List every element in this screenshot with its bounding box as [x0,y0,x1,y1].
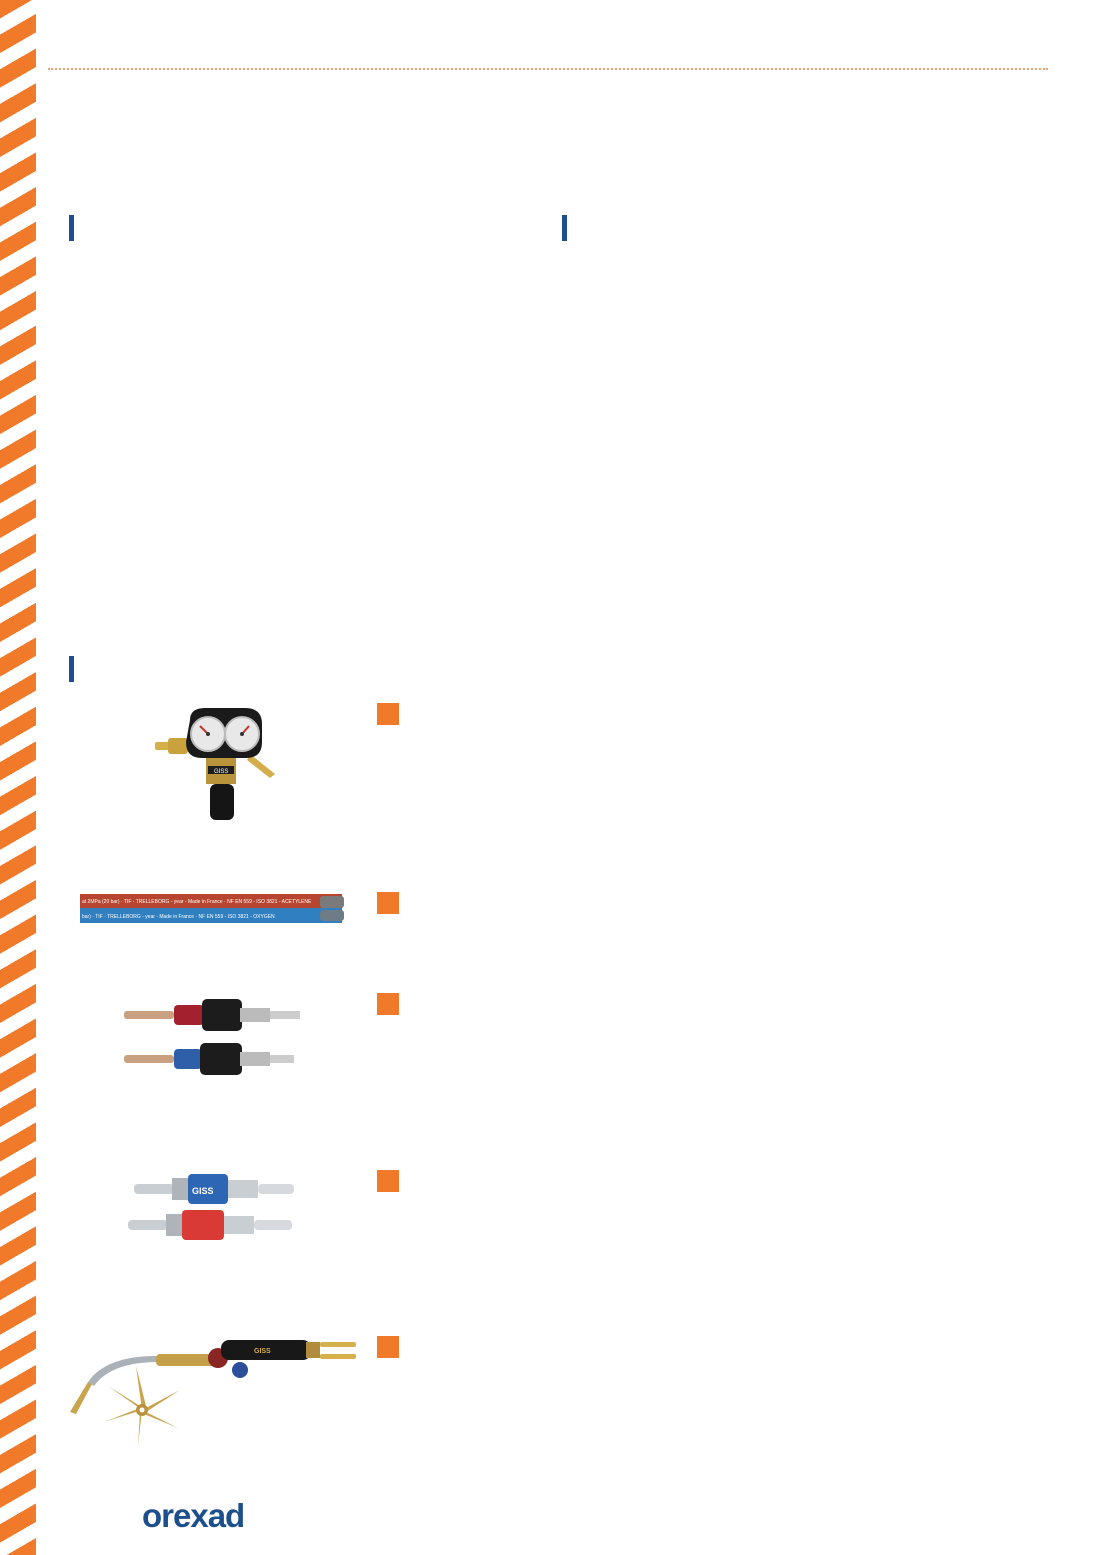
header-dotted-rule [48,68,1048,70]
section-marker-left-products [69,656,74,682]
bullet-square-couplers [377,993,399,1015]
hose-print-oxygen: bar) · TIF · TRELLEBORG - year - Made in… [82,914,275,920]
welding-torch-image: GISS [70,1340,356,1446]
section-marker-right-top [562,215,567,241]
bullet-square-hose [377,892,399,914]
regulator-brand-mark: GISS [214,769,228,775]
arrestor-brand-mark: GISS [192,1186,214,1196]
bullet-square-torch [377,1336,399,1358]
pressure-regulator-image: GISS [155,708,275,820]
orexad-logo: orexad [142,1497,245,1534]
hose-print-acetylene: at 2MPa (20 bar) · TIF · TRELLEBORG - ye… [82,899,312,905]
twin-hose-image: at 2MPa (20 bar) · TIF · TRELLEBORG - ye… [80,894,344,923]
quick-couplers-image [124,999,300,1075]
section-marker-left-top [69,215,74,241]
hazard-stripe-bar [0,0,36,1555]
torch-brand-mark: GISS [254,1348,271,1355]
flashback-arrestors-image: GISS [128,1174,294,1240]
bullet-square-arrestors [377,1170,399,1192]
bullet-square-regulator [377,703,399,725]
